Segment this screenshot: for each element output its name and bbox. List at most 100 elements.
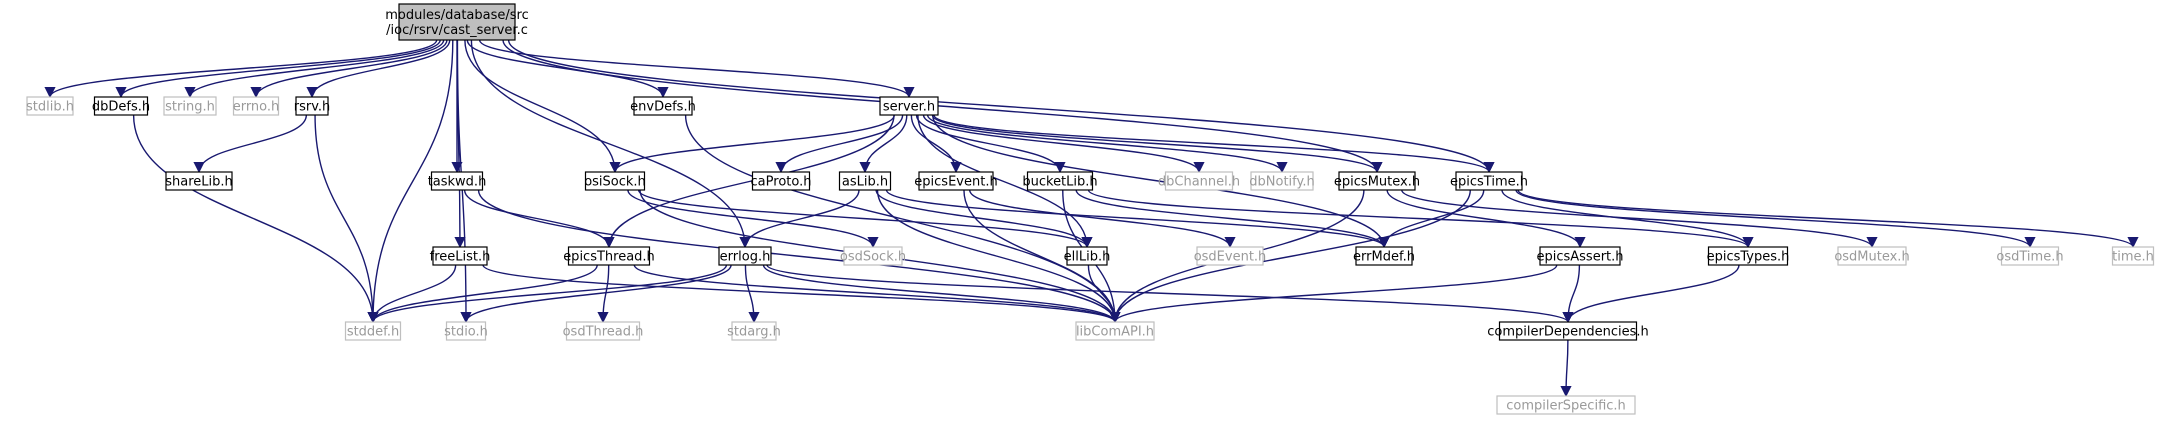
- node-epicsAssert[interactable]: epicsAssert.h: [1536, 246, 1624, 266]
- node-epicsTime-box: [1455, 171, 1523, 191]
- node-dbNotify: dbNotify.h: [1249, 171, 1315, 191]
- edge-epicsTime-to-osdTime: [1515, 189, 2036, 249]
- edge-epicsAssert-to-libComAPI: [1109, 264, 1558, 324]
- node-bucketLib-label: bucketLib.h: [1022, 175, 1097, 190]
- node-compilerSpecific-box: [1496, 395, 1636, 415]
- edge-epicsTime-to-errMdef: [1378, 189, 1485, 249]
- edge-asLib-to-libComAPI: [876, 189, 1121, 324]
- node-libComAPI-label: libComAPI.h: [1076, 325, 1154, 340]
- node-errlog-label: errlog.h: [720, 250, 771, 265]
- node-time: time.h: [2111, 246, 2155, 266]
- node-epicsMutex[interactable]: epicsMutex.h: [1334, 171, 1420, 191]
- node-caProto[interactable]: caProto.h: [751, 171, 812, 191]
- edge-epicsEvent-to-libComAPI: [963, 189, 1121, 324]
- node-time-box: [2111, 246, 2155, 266]
- edge-errlog-to-libComAPI: [762, 264, 1121, 324]
- header-nodes: modules/database/src/ioc/rsrv/cast_serve…: [26, 3, 2155, 415]
- node-osiSock-label: osiSock.h: [584, 175, 646, 190]
- edge-root-to-rsrv: [306, 39, 451, 99]
- node-dbNotify-box: [1250, 171, 1314, 191]
- edge-epicsTypes-to-compilerDependencies: [1562, 264, 1740, 324]
- edge-compilerDependencies-to-compilerSpecific: [1560, 339, 1572, 398]
- node-ellLib-label: ellLib.h: [1064, 250, 1111, 265]
- node-stddef-box: [344, 321, 402, 341]
- node-osdEvent-box: [1196, 246, 1264, 266]
- node-errlog-box: [718, 246, 772, 266]
- node-freeList-label: freeList.h: [430, 250, 491, 265]
- node-epicsTypes-label: epicsTypes.h: [1707, 250, 1790, 265]
- node-osdThread-label: osdThread.h: [563, 325, 644, 340]
- node-dbNotify-label: dbNotify.h: [1249, 175, 1314, 190]
- node-compilerDependencies-label: compilerDependencies.h: [1487, 325, 1648, 340]
- node-epicsAssert-box: [1539, 246, 1621, 266]
- edge-epicsEvent-to-osdEvent: [969, 189, 1236, 249]
- node-envDefs[interactable]: envDefs.h: [630, 96, 696, 116]
- node-stddef: stddef.h: [344, 321, 402, 341]
- node-shareLib-label: shareLib.h: [165, 175, 233, 190]
- node-osdTime: osdTime.h: [1996, 246, 2064, 266]
- edge-freeList-to-libComAPI: [482, 264, 1121, 324]
- node-rsrv[interactable]: rsrv.h: [294, 96, 331, 116]
- edge-server-to-epicsEvent: [910, 114, 962, 174]
- node-server-box: [879, 96, 939, 116]
- node-stdlib: stdlib.h: [26, 96, 74, 116]
- node-epicsTypes[interactable]: epicsTypes.h: [1707, 246, 1790, 266]
- node-root[interactable]: modules/database/src/ioc/rsrv/cast_serve…: [385, 3, 529, 41]
- edge-root-to-osiSock: [464, 39, 621, 174]
- node-time-label: time.h: [2112, 250, 2154, 265]
- node-freeList[interactable]: freeList.h: [430, 246, 491, 266]
- edge-root-to-errno: [250, 39, 448, 99]
- edge-rsrv-to-stddef: [314, 114, 379, 324]
- node-caProto-label: caProto.h: [751, 175, 812, 190]
- node-epicsAssert-label: epicsAssert.h: [1536, 250, 1623, 265]
- edge-server-to-osiSock: [609, 114, 895, 174]
- edge-root-to-stdlib: [44, 39, 438, 99]
- node-errMdef[interactable]: errMdef.h: [1353, 246, 1415, 266]
- edge-root-to-epicsMutex: [502, 39, 1383, 174]
- node-asLib[interactable]: asLib.h: [838, 171, 892, 191]
- node-osdSock-label: osdSock.h: [840, 250, 906, 265]
- node-dbChannel: dbChannel.h: [1158, 171, 1240, 191]
- edge-server-to-epicsMutex: [931, 114, 1383, 174]
- node-compilerSpecific: compilerSpecific.h: [1496, 395, 1636, 415]
- node-dbDefs[interactable]: dbDefs.h: [92, 96, 150, 116]
- node-epicsThread-box: [567, 246, 651, 266]
- edge-errlog-to-compilerDependencies: [766, 264, 1574, 324]
- node-bucketLib[interactable]: bucketLib.h: [1022, 171, 1098, 191]
- node-epicsEvent-box: [918, 171, 994, 191]
- edge-osiSock-to-osdSock: [627, 189, 879, 249]
- node-server[interactable]: server.h: [879, 96, 939, 116]
- node-ellLib[interactable]: ellLib.h: [1064, 246, 1111, 266]
- node-stdarg-box: [731, 321, 777, 341]
- edge-taskwd-to-epicsThread: [463, 189, 615, 249]
- edge-server-to-caProto: [775, 114, 904, 174]
- node-shareLib[interactable]: shareLib.h: [165, 171, 233, 191]
- edge-bucketLib-to-epicsTypes: [1087, 189, 1754, 249]
- node-epicsTime[interactable]: epicsTime.h: [1450, 171, 1528, 191]
- node-osdMutex: osdMutex.h: [1834, 246, 1910, 266]
- node-epicsEvent[interactable]: epicsEvent.h: [914, 171, 998, 191]
- node-string-box: [163, 96, 217, 116]
- node-epicsThread-label: epicsThread.h: [563, 250, 655, 265]
- edge-server-to-ellLib: [917, 114, 1093, 249]
- node-taskwd[interactable]: taskwd.h: [428, 171, 487, 191]
- node-compilerDependencies[interactable]: compilerDependencies.h: [1487, 321, 1649, 341]
- node-errlog[interactable]: errlog.h: [718, 246, 772, 266]
- node-string: string.h: [163, 96, 217, 116]
- edge-epicsThread-to-osdThread: [597, 264, 610, 324]
- node-epicsThread[interactable]: epicsThread.h: [563, 246, 655, 266]
- node-rsrv-label: rsrv.h: [294, 100, 331, 115]
- edge-epicsMutex-to-osdMutex: [1401, 189, 1878, 249]
- edge-taskwd-to-libComAPI: [477, 189, 1121, 324]
- node-osiSock[interactable]: osiSock.h: [584, 171, 646, 191]
- edge-root-to-errlog: [470, 39, 751, 249]
- edge-epicsTime-to-libComAPI: [1109, 189, 1471, 324]
- edge-server-to-bucketLib: [915, 114, 1066, 174]
- node-dbChannel-label: dbChannel.h: [1158, 175, 1240, 190]
- node-freeList-box: [432, 246, 488, 266]
- node-osdTime-box: [2000, 246, 2060, 266]
- edge-epicsMutex-to-epicsAssert: [1386, 189, 1586, 249]
- edge-server-to-errMdef: [932, 114, 1390, 249]
- edge-epicsThread-to-stddef: [367, 264, 598, 324]
